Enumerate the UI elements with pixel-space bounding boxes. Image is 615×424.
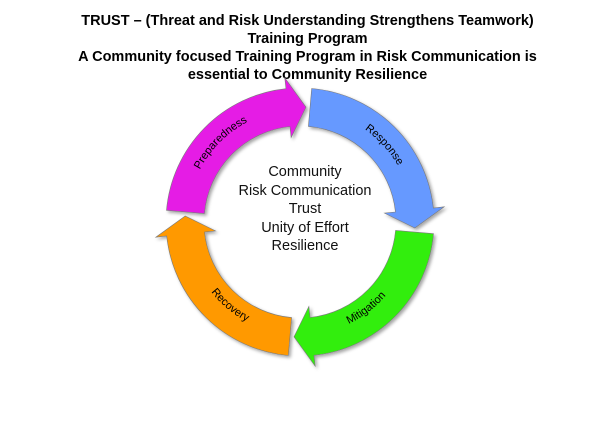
title-line-3: A Community focused Training Program in … bbox=[78, 49, 537, 65]
recovery-arrow bbox=[154, 215, 292, 356]
title-line-4: essential to Community Resilience bbox=[187, 67, 428, 83]
preparedness-arrow bbox=[166, 76, 307, 214]
title-line-1: TRUST – (Threat and Risk Understanding S… bbox=[81, 13, 534, 29]
center-text: Community Risk Communication Trust Unity… bbox=[205, 163, 405, 256]
center-line-unity-of-effort: Unity of Effort bbox=[261, 219, 349, 236]
center-line-resilience: Resilience bbox=[271, 238, 339, 254]
center-line-trust: Trust bbox=[288, 201, 322, 217]
center-line-risk-communication: Risk Communication bbox=[238, 182, 372, 199]
center-line-community: Community bbox=[268, 164, 342, 180]
diagram-title: TRUST – (Threat and Risk Understanding S… bbox=[0, 12, 615, 84]
response-arrow bbox=[308, 88, 446, 229]
title-line-2: Training Program bbox=[247, 31, 368, 47]
mitigation-arrow bbox=[293, 230, 434, 368]
